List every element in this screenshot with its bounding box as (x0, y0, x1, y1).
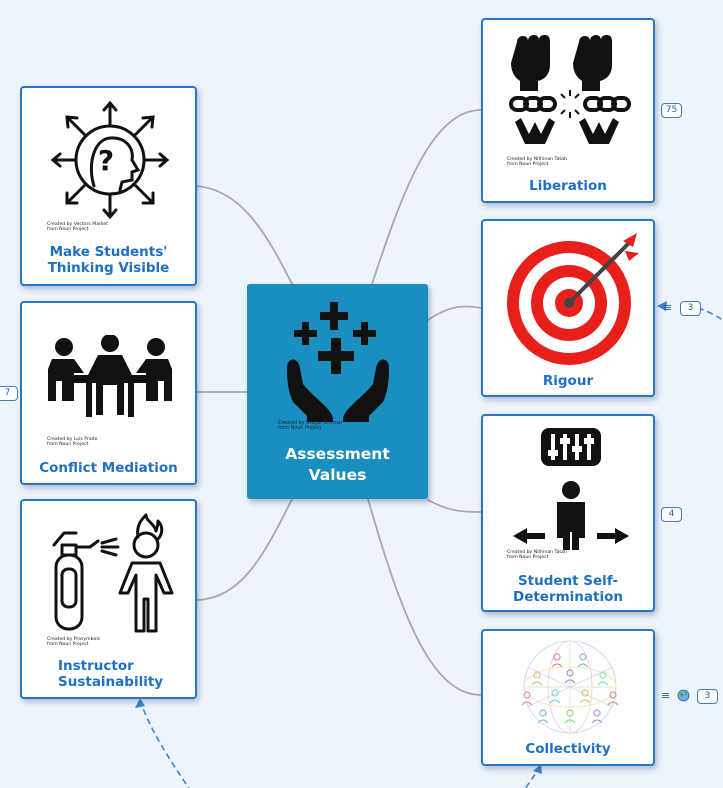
instructor-credit: Created by Prosymbols from Noun Project (47, 637, 101, 648)
conflict-count-badge[interactable]: 7 (0, 386, 18, 401)
rigour-label: Rigour (542, 373, 594, 389)
make-visible-label-line2: Thinking Visible (47, 260, 170, 276)
central-credit: Created by Gregor Cresnar from Noun Proj… (278, 421, 343, 432)
make-visible-label: Make Students' Thinking Visible (22, 244, 195, 276)
hands-with-plus-signs-icon (287, 302, 389, 422)
connector-liberation (371, 109, 482, 285)
collectivity-label: Collectivity (525, 741, 611, 757)
people-network-globe-icon (521, 640, 619, 734)
liberation-label: Liberation (529, 178, 607, 194)
central-title-line1: Assessment (285, 445, 390, 463)
rigour-notes-icon[interactable]: ≡ (663, 301, 673, 314)
make-visible-credit: Created by Vectors Market from Noun Proj… (47, 222, 109, 233)
svg-text:?: ? (98, 144, 114, 177)
collectivity-globe-icon[interactable] (677, 689, 690, 705)
topic-instructor-sustainability[interactable]: Created by Prosymbols from Noun Project … (20, 499, 197, 699)
person-choosing-direction-icon (513, 428, 629, 550)
relation-line-rigour[interactable] (697, 307, 723, 321)
connector-make-visible (196, 185, 293, 285)
central-title-line2: Values (308, 466, 367, 484)
relation-arrowhead-collectivity (533, 764, 542, 774)
topic-liberation[interactable]: Created by Nithinan Tatah from Noun Proj… (481, 18, 655, 203)
central-title: Assessment Values (247, 444, 428, 486)
instructor-label-line2: Sustainability (58, 674, 164, 690)
self-determination-credit: Created by Nithinan Tatah from Noun Proj… (507, 550, 567, 561)
collectivity-notes-icon[interactable]: ≡ (661, 689, 671, 702)
topic-student-self-determination[interactable]: Created by Nithinan Tatah from Noun Proj… (481, 414, 655, 612)
liberation-credit: Created by Nithinan Tatah from Noun Proj… (507, 157, 567, 168)
topic-conflict-mediation[interactable]: Created by Luis Prado from Noun Project … (20, 301, 197, 485)
instructor-label-line1: Instructor (58, 658, 134, 674)
target-arrow-icon (507, 233, 639, 365)
liberation-count-badge[interactable]: 75 (661, 103, 682, 118)
central-topic-assessment-values[interactable]: Created by Gregor Cresnar from Noun Proj… (247, 284, 428, 499)
rigour-count-badge[interactable]: 3 (680, 301, 701, 316)
broken-chain-fists-icon (509, 35, 631, 144)
conflict-credit: Created by Luis Prado from Noun Project (47, 437, 98, 448)
people-at-table-icon (48, 335, 172, 417)
conflict-label: Conflict Mediation (39, 460, 178, 476)
fire-extinguisher-person-icon (52, 513, 174, 633)
topic-collectivity[interactable]: Collectivity (481, 629, 655, 766)
self-determination-label-line2: Determination (512, 589, 623, 605)
relation-arrowhead-rigour (657, 301, 667, 311)
instructor-label: Instructor Sustainability (58, 658, 195, 690)
self-determination-label-line1: Student Self- (517, 573, 619, 589)
relation-line-instructor[interactable] (139, 699, 190, 788)
topic-make-students-thinking-visible[interactable]: ? Created by Vectors Market from Noun Pr… (20, 86, 197, 286)
relation-arrowhead-instructor (135, 698, 145, 708)
self-determination-count-badge[interactable]: 4 (661, 507, 682, 522)
self-determination-label: Student Self- Determination (483, 573, 653, 605)
collectivity-count-badge[interactable]: 3 (697, 689, 718, 704)
connector-self-determination (427, 499, 482, 513)
make-visible-label-line1: Make Students' (49, 244, 168, 260)
head-question-mark-arrows-icon: ? (50, 100, 170, 220)
connector-rigour (427, 305, 482, 321)
connector-collectivity (367, 498, 482, 696)
topic-rigour[interactable]: Rigour (481, 219, 655, 397)
connector-instructor (196, 498, 293, 601)
